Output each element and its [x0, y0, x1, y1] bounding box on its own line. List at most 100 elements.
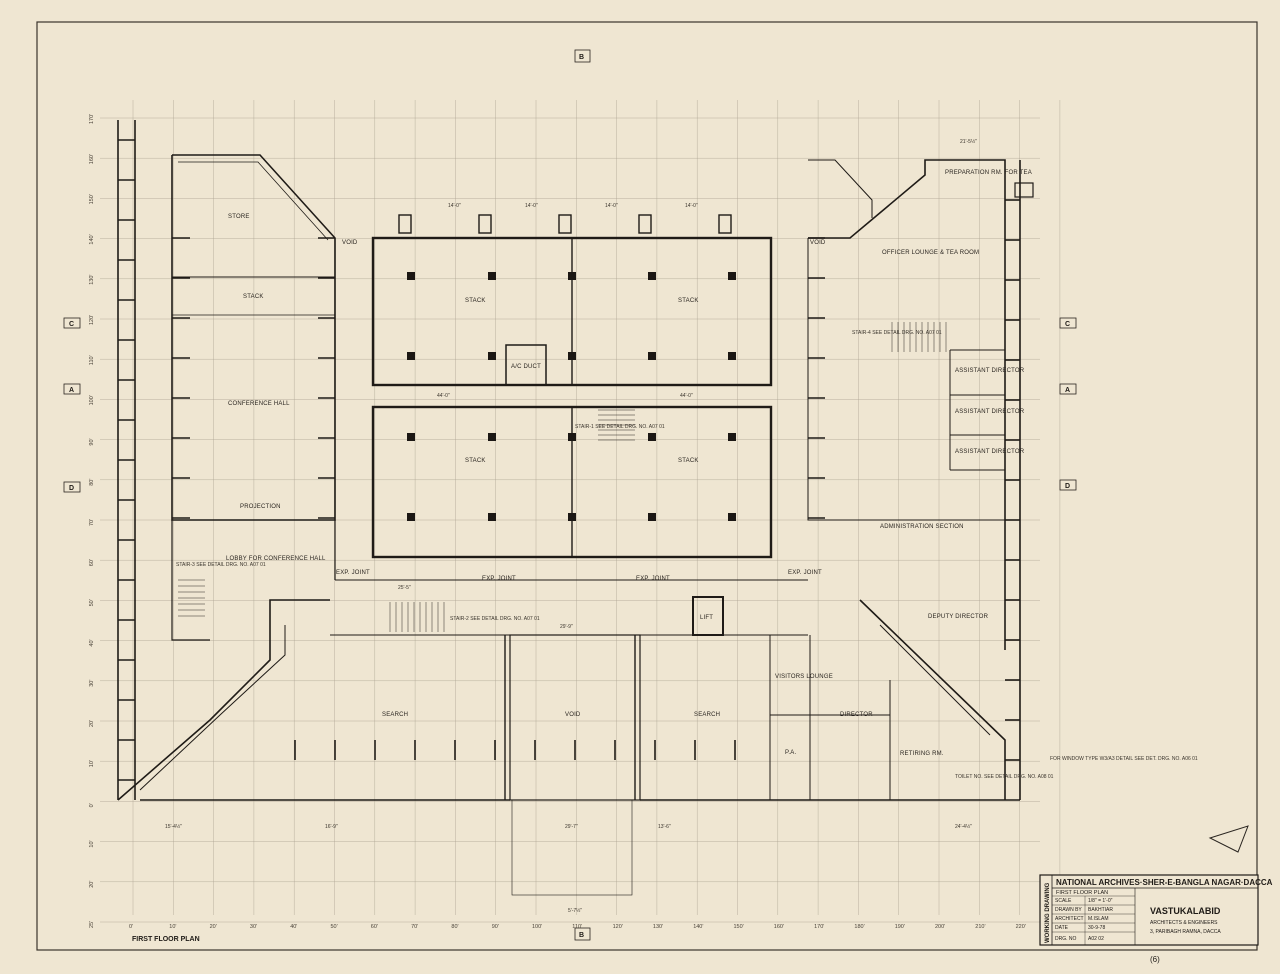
room-stack-left: STACK — [243, 294, 264, 300]
room-conference-hall: CONFERENCE HALL — [228, 401, 290, 407]
roof-opening — [718, 214, 732, 234]
tb-row-value: BAKHTIAR — [1088, 907, 1113, 913]
stair-1-treads — [598, 409, 635, 441]
column — [648, 513, 656, 521]
left-axis-label: 25' — [89, 921, 95, 928]
room-void-left: VOID — [342, 240, 358, 246]
tb-row-label: DRAWN BY — [1055, 907, 1082, 913]
note-toilet: TOILET NO. SEE DETAIL DRG. NO. A08 01 — [955, 774, 1054, 780]
dim-3: 14'-0" — [605, 203, 618, 209]
title-block-project: NATIONAL ARCHIVES·SHER-E-BANGLA NAGAR·DA… — [1056, 878, 1273, 887]
left-axis-label: 60' — [89, 559, 95, 566]
dim-10: 24'-4½" — [955, 823, 972, 830]
bottom-axis-label: 0' — [129, 924, 133, 930]
left-axis-label: 50' — [89, 599, 95, 606]
column — [407, 272, 415, 280]
title-block: WORKING DRAWING NATIONAL ARCHIVES·SHER-E… — [1039, 874, 1273, 964]
dim-2: 14'-0" — [525, 203, 538, 209]
left-axis-label: 120' — [89, 315, 95, 325]
left-axis-label: 10' — [89, 760, 95, 767]
dim-6: 29'-7" — [565, 824, 578, 830]
room-deputy-director: DEPUTY DIRECTOR — [928, 614, 989, 620]
section-marker-c-right: C — [1059, 317, 1077, 329]
left-axis-label: 20' — [89, 881, 95, 888]
left-axis-label: 30' — [89, 680, 95, 687]
room-pa: P.A. — [785, 750, 796, 756]
bottom-axis-label: 140' — [693, 924, 703, 930]
bottom-axis-label: 90' — [492, 924, 499, 930]
dim-1: 14'-0" — [448, 203, 461, 209]
dim-15: 5'-7½" — [568, 907, 582, 914]
room-void-center: VOID — [565, 712, 581, 718]
bottom-axis-label: 190' — [895, 924, 905, 930]
bottom-axis-label: 130' — [653, 924, 663, 930]
dimensions: 14'-0" 14'-0" 14'-0" 14'-0" 29'-9" 29'-7… — [165, 138, 977, 914]
room-lobby: LOBBY FOR CONFERENCE HALL — [226, 556, 326, 562]
dim-9: 15'-4½" — [165, 823, 182, 830]
room-administration: ADMINISTRATION SECTION — [880, 524, 964, 530]
title-block-firm-sub: ARCHITECTS & ENGINEERS — [1150, 920, 1218, 926]
column — [407, 352, 415, 360]
section-marker-d-right-label: D — [1065, 483, 1070, 490]
left-axis-label: 140' — [89, 234, 95, 244]
tb-row-value: 30-9-78 — [1088, 925, 1105, 931]
tb-row-value: A02 02 — [1088, 936, 1104, 942]
tb-row-label: DRG. NO — [1055, 936, 1077, 942]
exp-joint-1: EXP. JOINT — [482, 576, 516, 582]
room-void-right: VOID — [810, 240, 826, 246]
section-marker-bottom: B — [574, 927, 591, 941]
room-preparation: PREPARATION RM. FOR TEA — [945, 170, 1032, 176]
column — [728, 272, 736, 280]
plan-caption: FIRST FLOOR PLAN — [132, 936, 200, 943]
note-stair-2: STAIR-2 SEE DETAIL DRG. NO. A07 01 — [450, 616, 540, 622]
column — [728, 513, 736, 521]
bottom-axis-label: 160' — [774, 924, 784, 930]
left-axis-label: 40' — [89, 639, 95, 646]
bottom-axis: 0'10'20'30'40'50'60'70'80'90'100'110'120… — [129, 924, 1066, 930]
title-block-sheet-no: (6) — [1150, 955, 1160, 964]
dim-14: 16'-9" — [325, 824, 338, 830]
title-block-vertical: WORKING DRAWING — [1045, 882, 1051, 943]
room-projection: PROJECTION — [240, 504, 281, 510]
room-labels: STORE STACK CONFERENCE HALL PROJECTION L… — [176, 170, 1198, 780]
ac-duct-box — [505, 344, 547, 386]
section-marker-c-left: C — [63, 317, 81, 329]
left-axis-label: 10' — [89, 840, 95, 847]
left-axis: 170'160'150'140'130'120'110'100'90'80'70… — [89, 114, 95, 928]
left-axis-label: 130' — [89, 275, 95, 285]
tb-row-label: DATE — [1055, 925, 1069, 931]
left-axis-label: 90' — [89, 438, 95, 445]
section-marker-a-left-label: A — [69, 387, 74, 394]
room-stack-bl: STACK — [465, 458, 486, 464]
note-stair-3: STAIR-3 SEE DETAIL DRG. NO. A07 01 — [176, 562, 266, 568]
sheet-border — [36, 21, 1258, 951]
left-axis-label: 160' — [89, 154, 95, 164]
column — [407, 433, 415, 441]
section-marker-c-left-label: C — [69, 321, 74, 328]
room-stack-tl: STACK — [465, 298, 486, 304]
dim-13: 13'-6" — [658, 824, 671, 830]
bottom-axis-label: 170' — [814, 924, 824, 930]
exp-joint-3: EXP. JOINT — [336, 570, 370, 576]
column — [648, 352, 656, 360]
left-axis-label: 110' — [89, 355, 95, 365]
bottom-axis-label: 180' — [854, 924, 864, 930]
title-block-firm-address: 3, PARIBAGH RAMNA, DACCA — [1150, 929, 1221, 935]
bottom-axis-label: 210' — [975, 924, 985, 930]
bottom-axis-label: 60' — [371, 924, 378, 930]
tb-row-value: 1/8" = 1'-0" — [1088, 898, 1113, 904]
bottom-axis-label: 70' — [411, 924, 418, 930]
left-axis-label: 80' — [89, 479, 95, 486]
stairs — [178, 322, 947, 632]
room-asst-director-3: ASSISTANT DIRECTOR — [955, 449, 1025, 455]
bottom-axis-label: 20' — [210, 924, 217, 930]
dim-5: 29'-9" — [560, 624, 573, 630]
tb-row-label: ARCHITECT — [1055, 916, 1084, 922]
note-stair-1: STAIR-1 SEE DETAIL DRG. NO. A07 01 — [575, 424, 665, 430]
note-stair-4: STAIR-4 SEE DETAIL DRG. NO. A07 01 — [852, 330, 942, 336]
column — [488, 272, 496, 280]
column — [568, 272, 576, 280]
stair-2-treads — [389, 602, 445, 632]
column — [728, 433, 736, 441]
